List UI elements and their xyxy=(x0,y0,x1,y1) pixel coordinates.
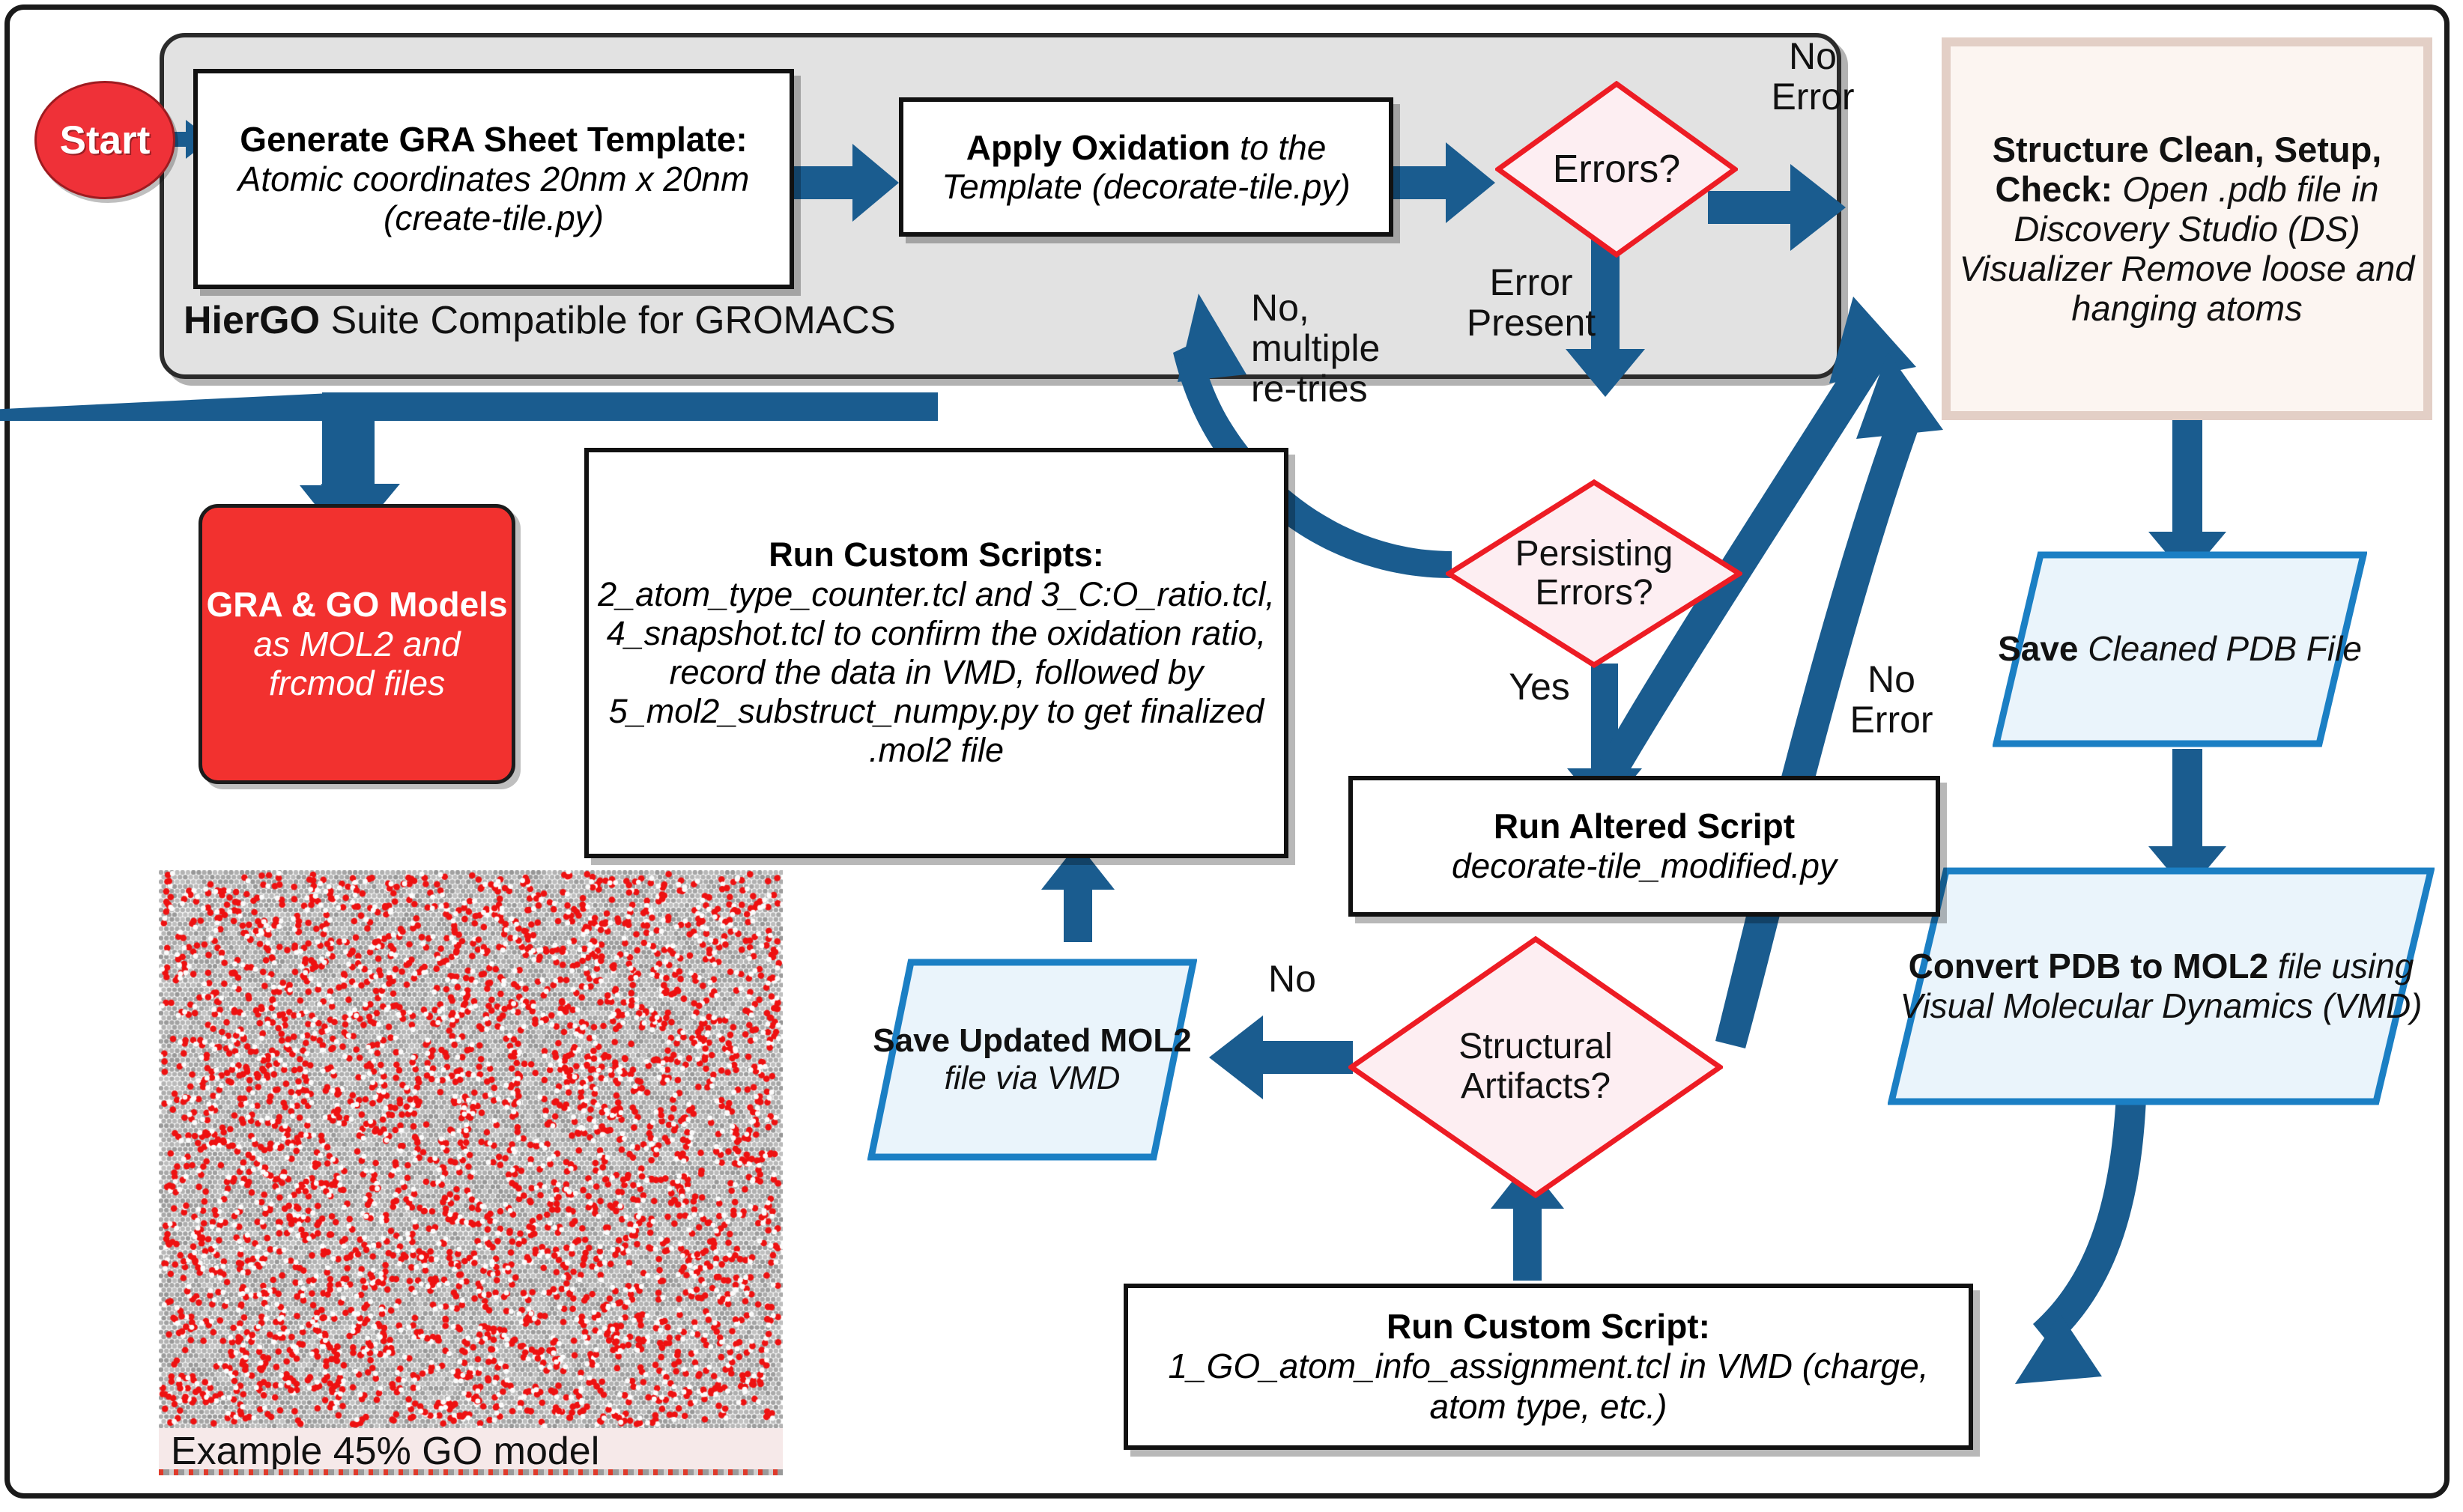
edge-label-no-error-mid-line2: Error xyxy=(1813,699,1970,740)
node-persisting-errors-line1: Persisting xyxy=(1515,535,1673,574)
node-run-custom-script[interactable]: Run Custom Script: 1_GO_atom_info_assign… xyxy=(1124,1284,1973,1450)
edge-label-yes-text: Yes xyxy=(1483,667,1596,707)
node-structural-artifacts-line1: Structural xyxy=(1458,1027,1612,1067)
go-model-image xyxy=(159,870,783,1428)
node-structure-clean[interactable]: Structure Clean, Setup, Check: Open .pdb… xyxy=(1942,37,2432,420)
node-save-cleaned-pdb-bold: Save xyxy=(1998,629,2078,668)
node-save-updated-mol2[interactable]: Save Updated MOL2 file via VMD xyxy=(867,959,1197,1161)
node-persisting-errors-line2: Errors? xyxy=(1535,574,1652,613)
edge-label-no-multiple-retries-line3: re-tries xyxy=(1251,368,1446,409)
node-save-updated-mol2-italic: file via VMD xyxy=(945,1060,1121,1096)
start-node[interactable]: Start xyxy=(34,81,175,199)
node-generate-template-text: Generate GRA Sheet Template: Atomic coor… xyxy=(198,117,790,240)
node-structural-artifacts-line2: Artifacts? xyxy=(1461,1067,1611,1107)
go-model-edge-strip xyxy=(159,1469,783,1475)
node-run-altered-script-text: Run Altered Script decorate-tile_modifie… xyxy=(1444,804,1844,890)
node-run-custom-scripts[interactable]: Run Custom Scripts: 2_atom_type_counter.… xyxy=(584,448,1288,858)
edge-label-no-error-mid-line1: No xyxy=(1813,659,1970,699)
edge-label-no-multiple-retries-line2: multiple xyxy=(1251,328,1446,368)
edge-label-no-multiple-retries-line1: No, xyxy=(1251,288,1446,328)
edge-label-no-error-top-line1: No xyxy=(1738,36,1888,76)
node-run-custom-script-bold: Run Custom Script: xyxy=(1387,1307,1710,1346)
node-save-updated-mol2-text: Save Updated MOL2 file via VMD xyxy=(867,1022,1197,1097)
go-model-figure: Example 45% GO model xyxy=(159,870,783,1474)
node-save-updated-mol2-bold: Save Updated MOL2 xyxy=(873,1022,1191,1059)
node-run-custom-script-text: Run Custom Script: 1_GO_atom_info_assign… xyxy=(1128,1304,1969,1430)
node-apply-oxidation[interactable]: Apply Oxidation to the Template (decorat… xyxy=(899,97,1393,237)
edge-label-yes: Yes xyxy=(1483,667,1596,707)
edge-label-no-error-top-line2: Error xyxy=(1738,76,1888,117)
edge-label-no-multiple-retries: No, multiple re-tries xyxy=(1251,288,1446,409)
node-errors-decision[interactable]: Errors? xyxy=(1495,81,1738,258)
node-gra-go-models-bold: GRA & GO Models xyxy=(206,585,507,624)
edge-label-error-present-line1: Error xyxy=(1441,262,1621,303)
start-label: Start xyxy=(60,118,151,163)
node-run-altered-script-bold: Run Altered Script xyxy=(1494,807,1795,845)
edge-label-no-error-top: No Error xyxy=(1738,36,1888,117)
node-convert-pdb-mol2-bold: Convert PDB to MOL2 xyxy=(1909,947,2268,986)
node-generate-template-italic: Atomic coordinates 20nm x 20nm (create-t… xyxy=(238,160,750,237)
node-gra-go-models-text: GRA & GO Models as MOL2 and frcmod files xyxy=(202,585,512,702)
node-run-altered-script[interactable]: Run Altered Script decorate-tile_modifie… xyxy=(1348,776,1940,917)
node-convert-pdb-mol2-text: Convert PDB to MOL2 file using Visual Mo… xyxy=(1888,947,2435,1027)
node-generate-template[interactable]: Generate GRA Sheet Template: Atomic coor… xyxy=(193,69,794,289)
go-model-caption-text: Example 45% GO model xyxy=(171,1429,599,1474)
edge-label-no-artifacts: No xyxy=(1243,959,1341,999)
node-persisting-errors-decision[interactable]: Persisting Errors? xyxy=(1446,479,1742,668)
node-apply-oxidation-text: Apply Oxidation to the Template (decorat… xyxy=(903,125,1389,210)
node-structure-clean-text: Structure Clean, Setup, Check: Open .pdb… xyxy=(1951,130,2423,329)
edge-label-no-error-mid: No Error xyxy=(1813,659,1970,740)
node-generate-template-bold: Generate GRA Sheet Template: xyxy=(240,120,747,159)
node-run-custom-scripts-bold: Run Custom Scripts: xyxy=(769,535,1104,574)
edge-label-no-artifacts-text: No xyxy=(1243,959,1341,999)
node-gra-go-models-italic: as MOL2 and frcmod files xyxy=(253,625,460,702)
edge-label-error-present: Error Present xyxy=(1441,262,1621,343)
node-save-cleaned-pdb-italic: Cleaned PDB File xyxy=(2079,629,2362,668)
go-model-caption: Example 45% GO model xyxy=(159,1428,783,1474)
node-save-cleaned-pdb[interactable]: Save Cleaned PDB File xyxy=(1993,551,2367,747)
node-save-cleaned-pdb-text: Save Cleaned PDB File xyxy=(1998,629,2362,669)
node-run-custom-scripts-text: Run Custom Scripts: 2_atom_type_counter.… xyxy=(589,532,1284,773)
node-run-custom-script-italic: 1_GO_atom_info_assignment.tcl in VMD (ch… xyxy=(1168,1346,1928,1425)
node-structural-artifacts-decision[interactable]: Structural Artifacts? xyxy=(1348,936,1723,1198)
node-apply-oxidation-bold: Apply Oxidation xyxy=(966,128,1231,167)
node-run-custom-scripts-italic: 2_atom_type_counter.tcl and 3_C:O_ratio.… xyxy=(598,575,1275,770)
edge-label-error-present-line2: Present xyxy=(1441,303,1621,343)
node-convert-pdb-mol2[interactable]: Convert PDB to MOL2 file using Visual Mo… xyxy=(1888,867,2435,1105)
node-errors-decision-label: Errors? xyxy=(1553,147,1680,192)
node-gra-go-models[interactable]: GRA & GO Models as MOL2 and frcmod files xyxy=(199,504,515,784)
node-run-altered-script-italic: decorate-tile_modified.py xyxy=(1452,846,1837,885)
